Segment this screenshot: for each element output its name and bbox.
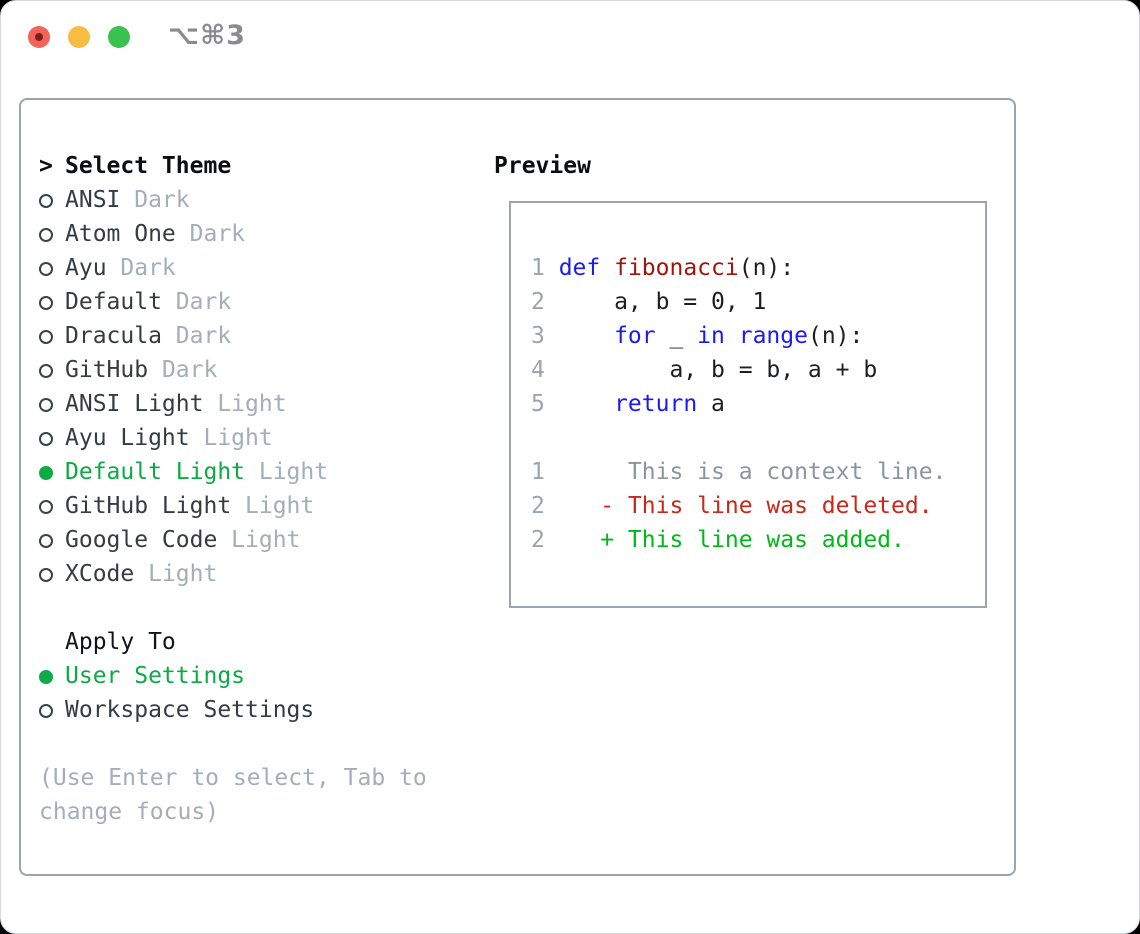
theme-list-header: > Select Theme [39,149,469,183]
theme-list-title: Select Theme [65,153,232,179]
radio-icon [39,693,65,727]
theme-variant-tag: Light [258,459,329,485]
theme-name: Atom One [65,221,176,247]
code-line: 1 def fibonacci(n): [531,251,985,285]
titlebar: ⌥⌘3 [1,1,1139,73]
record-dot-icon [35,33,43,41]
apply-to-title: Apply To [65,629,176,655]
radio-icon [39,285,65,319]
theme-variant-tag: Dark [189,221,246,247]
prompt-caret-icon: > [39,153,53,179]
theme-variant-tag: Dark [161,357,218,383]
apply-option-name: User Settings [65,663,246,689]
line-number: 1 [531,255,545,281]
code-line: 5 return a [531,387,985,421]
code-text: for _ in range(n): [614,323,864,349]
apply-option-user-settings[interactable]: User Settings [39,659,469,693]
radio-icon [39,319,65,353]
spacer [39,591,469,625]
theme-name: XCode [65,561,135,587]
theme-variant-tag: Light [245,493,315,519]
close-button[interactable] [28,26,50,48]
theme-option-atom-one-dark[interactable]: Atom One Dark [39,217,469,251]
zoom-button[interactable] [108,26,130,48]
apply-option-workspace-settings[interactable]: Workspace Settings [39,693,469,727]
theme-variant-tag: Dark [175,323,232,349]
line-number: 1 [531,459,545,485]
theme-option-ansi-light[interactable]: ANSI Light Light [39,387,469,421]
theme-name: Dracula [65,323,162,349]
theme-variant-tag: Light [217,391,287,417]
theme-name: Ayu [65,255,107,281]
apply-to-header: Apply To [39,625,469,659]
code-text: def fibonacci(n): [558,255,795,281]
theme-name: Google Code [65,527,218,553]
radio-icon [39,217,65,251]
theme-variant-tag: Dark [120,255,176,281]
radio-icon [39,489,65,523]
code-text: return a [614,391,725,417]
theme-variant-tag: Dark [134,187,190,213]
line-number: 2 [531,527,545,553]
code-line: 2 + This line was added. [531,523,985,557]
radio-icon [39,523,65,557]
code-text: + This line was added. [558,527,905,553]
theme-name: Ayu Light [65,425,190,451]
theme-variant-tag: Light [231,527,301,553]
theme-name: ANSI [65,187,121,213]
code-line: 2 a, b = 0, 1 [531,285,985,319]
line-number: 2 [531,493,545,519]
code-line: 4 a, b = b, a + b [531,353,985,387]
code-text: a, b = b, a + b [558,357,878,383]
line-number: 4 [531,357,545,383]
code-line: 3 for _ in range(n): [531,319,985,353]
theme-variant-tag: Light [148,561,218,587]
theme-name: GitHub Light [65,493,232,519]
radio-icon [39,387,65,421]
line-number: 2 [531,289,545,315]
theme-name: GitHub [65,357,149,383]
radio-icon [39,183,65,217]
theme-option-github-light[interactable]: GitHub Light Light [39,489,469,523]
radio-icon [39,353,65,387]
radio-icon [39,421,65,455]
theme-name: Default [65,289,162,315]
radio-icon [39,251,65,285]
line-number: 3 [531,323,545,349]
theme-option-default-light[interactable]: Default Light Light [39,455,469,489]
theme-variant-tag: Dark [175,289,232,315]
radio-selected-icon [39,659,65,693]
theme-option-dracula-dark[interactable]: Dracula Dark [39,319,469,353]
code-line: 2 - This line was deleted. [531,489,985,523]
radio-selected-icon [39,455,65,489]
line-number: 5 [531,391,545,417]
keyboard-hint-text: (Use Enter to select, Tab to change focu… [39,765,427,825]
theme-name: Default Light [65,459,246,485]
window-title-shortcut: ⌥⌘3 [168,20,246,51]
theme-option-ayu-dark[interactable]: Ayu Dark [39,251,469,285]
theme-option-ansi-dark[interactable]: ANSI Dark [39,183,469,217]
theme-option-ayu-light[interactable]: Ayu Light Light [39,421,469,455]
theme-option-google-code-light[interactable]: Google Code Light [39,523,469,557]
theme-option-xcode-light[interactable]: XCode Light [39,557,469,591]
preview-title: Preview [494,153,591,179]
code-text: - This line was deleted. [558,493,933,519]
minimize-button[interactable] [68,26,90,48]
theme-option-default-dark[interactable]: Default Dark [39,285,469,319]
theme-variant-tag: Light [203,425,273,451]
code-line [531,421,985,455]
code-line: 1 This is a context line. [531,455,985,489]
theme-name: ANSI Light [65,391,204,417]
theme-option-github-dark[interactable]: GitHub Dark [39,353,469,387]
code-text: This is a context line. [558,459,947,485]
code-text: a, b = 0, 1 [558,289,767,315]
radio-icon [39,557,65,591]
apply-option-name: Workspace Settings [65,697,315,723]
